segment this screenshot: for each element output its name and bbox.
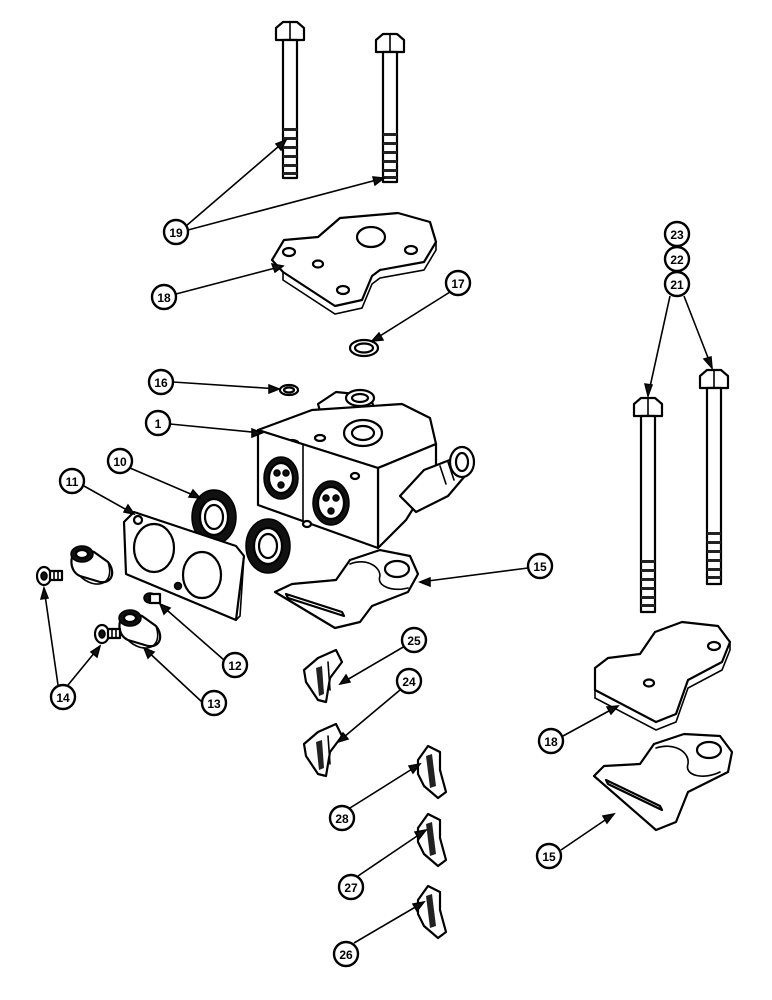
callout-circle	[106, 447, 134, 475]
callout-23: 23	[663, 220, 691, 248]
callout-circle	[328, 804, 356, 832]
callout-circle	[526, 552, 554, 580]
callout-circle	[663, 270, 691, 298]
callout-circle	[150, 283, 178, 311]
wedge-26	[416, 884, 448, 940]
callout-number: 18	[544, 735, 558, 749]
callout-18: 18	[537, 727, 565, 755]
callout-circle	[444, 269, 472, 297]
callout-circle	[162, 218, 190, 246]
cap-13-upper	[70, 545, 114, 585]
callout-circle	[395, 667, 423, 695]
valve-body-1	[256, 388, 476, 550]
callout-number: 12	[228, 659, 242, 673]
callout-number: 16	[154, 376, 168, 390]
bolt-21-left	[632, 396, 664, 614]
callout-number: 17	[451, 277, 465, 291]
callout-15: 15	[535, 842, 563, 870]
callout-number: 24	[402, 675, 416, 689]
bolt-19-right	[374, 32, 406, 184]
callout-12: 12	[221, 651, 249, 679]
callout-26: 26	[332, 940, 360, 968]
callout-21: 21	[663, 270, 691, 298]
callout-number: 10	[113, 455, 127, 469]
gasket-15-right	[592, 732, 734, 832]
bolt-21-right	[698, 368, 730, 586]
wedge-28	[416, 744, 448, 800]
seal-10-upper	[191, 489, 237, 545]
callout-17: 17	[444, 269, 472, 297]
callout-16: 16	[147, 368, 175, 396]
callout-number: 15	[533, 560, 547, 574]
callout-circle	[535, 842, 563, 870]
callout-circle	[537, 727, 565, 755]
plate-18-top	[270, 211, 438, 315]
screw-12	[143, 592, 162, 605]
plate-18-right	[593, 620, 732, 731]
callout-number: 15	[542, 850, 556, 864]
callout-10: 10	[106, 447, 134, 475]
callout-number: 21	[670, 278, 684, 292]
callout-number: 25	[407, 634, 421, 648]
callout-number: 13	[207, 697, 221, 711]
callout-circle	[144, 409, 172, 437]
callout-1: 1	[144, 409, 172, 437]
cap-13-lower	[118, 609, 162, 649]
callout-11: 11	[58, 467, 86, 495]
callout-number: 1	[155, 417, 162, 431]
wedge-27	[416, 812, 448, 868]
callout-24: 24	[395, 667, 423, 695]
wedge-24	[302, 722, 344, 778]
cover-plate-11	[122, 510, 246, 622]
seal-10-lower	[245, 518, 291, 574]
callout-19: 19	[162, 218, 190, 246]
callout-number: 27	[344, 881, 358, 895]
callout-13: 13	[200, 689, 228, 717]
callout-number: 23	[670, 228, 684, 242]
wedge-25	[302, 648, 344, 704]
callout-labels: 19 18 17 16 1 10 11 12 13 14 15 25 24 28 27 26 23 22 21 18 1…	[49, 218, 691, 968]
callout-circle	[147, 368, 175, 396]
callout-15: 15	[526, 552, 554, 580]
callout-circle	[337, 873, 365, 901]
callout-circle	[58, 467, 86, 495]
leader-lines	[39, 138, 713, 944]
callout-circle	[221, 651, 249, 679]
callout-circle	[400, 626, 428, 654]
gasket-15-middle	[273, 548, 420, 630]
callout-14: 14	[49, 683, 77, 711]
callout-circle	[49, 683, 77, 711]
callout-27: 27	[337, 873, 365, 901]
callout-28: 28	[328, 804, 356, 832]
callout-number: 11	[66, 475, 79, 489]
screw-14-upper	[35, 565, 64, 587]
callout-number: 22	[670, 253, 684, 267]
callout-number: 28	[335, 812, 349, 826]
callout-22: 22	[663, 245, 691, 273]
screw-14-lower	[93, 623, 122, 645]
callout-number: 26	[339, 948, 353, 962]
callout-circle	[200, 689, 228, 717]
o-ring-16	[278, 383, 300, 397]
callout-number: 19	[169, 226, 183, 240]
callout-18: 18	[150, 283, 178, 311]
o-ring-17	[348, 338, 380, 358]
callout-number: 18	[157, 291, 171, 305]
callout-circle	[332, 940, 360, 968]
bolt-19-left	[274, 20, 306, 180]
callout-25: 25	[400, 626, 428, 654]
callout-number: 14	[56, 691, 70, 705]
